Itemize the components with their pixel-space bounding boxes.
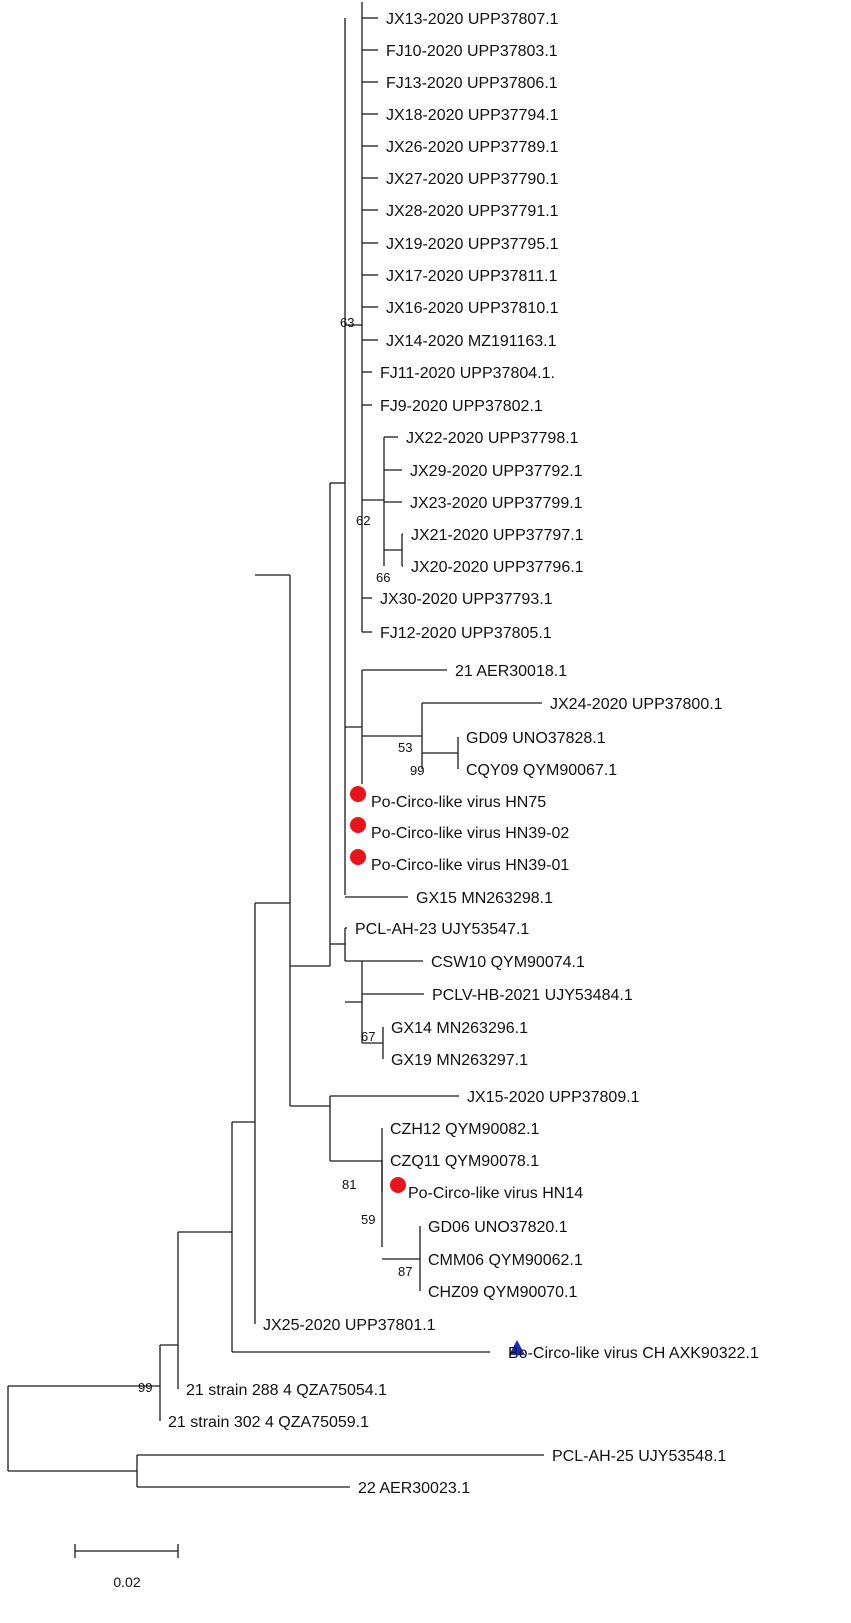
leaf-label: CZQ11 QYM90078.1 — [390, 1153, 539, 1170]
leaf-label: JX30-2020 UPP37793.1 — [380, 591, 553, 608]
leaf-label: JX17-2020 UPP37811.1 — [386, 268, 557, 285]
bootstrap-value: 66 — [376, 570, 390, 585]
leaf-label: GX19 MN263297.1 — [391, 1052, 528, 1069]
bootstrap-value: 53 — [398, 740, 412, 755]
red-circle-marker — [390, 1177, 406, 1193]
bootstrap-value: 81 — [342, 1177, 356, 1192]
bootstrap-labels: 63 62 66 53 99 67 81 59 87 99 — [138, 315, 424, 1395]
bootstrap-value: 63 — [340, 315, 354, 330]
leaf-label: FJ10-2020 UPP37803.1 — [386, 43, 558, 60]
leaf-label: JX19-2020 UPP37795.1 — [386, 236, 559, 253]
blue-triangle-marker — [509, 1340, 525, 1355]
leaf-label: CZH12 QYM90082.1 — [390, 1121, 540, 1138]
bootstrap-value: 99 — [410, 763, 424, 778]
leaf-label: JX29-2020 UPP37792.1 — [410, 463, 583, 480]
leaf-label: CMM06 QYM90062.1 — [428, 1252, 583, 1269]
scale-bar: 0.02 — [74, 1544, 179, 1590]
leaf-label: Po-Circo-like virus HN39-01 — [371, 857, 569, 874]
leaf-label: GX15 MN263298.1 — [416, 890, 553, 907]
tree-branches — [7, 2, 544, 1488]
leaf-label: CQY09 QYM90067.1 — [466, 762, 617, 779]
leaf-label: JX22-2020 UPP37798.1 — [406, 430, 579, 447]
leaf-label: FJ13-2020 UPP37806.1 — [386, 75, 558, 92]
leaf-label: JX27-2020 UPP37790.1 — [386, 171, 559, 188]
leaf-label: CHZ09 QYM90070.1 — [428, 1284, 578, 1301]
scale-bar-label: 0.02 — [113, 1574, 140, 1590]
leaf-label: 21 strain 288 4 QZA75054.1 — [186, 1382, 387, 1399]
leaf-label: FJ11-2020 UPP37804.1. — [380, 365, 555, 382]
red-circle-marker — [350, 786, 366, 802]
leaf-label: JX13-2020 UPP37807.1 — [386, 11, 559, 28]
leaf-label: JX26-2020 UPP37789.1 — [386, 139, 559, 156]
leaf-label: Po-Circo-like virus HN14 — [408, 1185, 583, 1202]
leaf-label: JX28-2020 UPP37791.1 — [386, 203, 559, 220]
leaf-label: FJ12-2020 UPP37805.1 — [380, 625, 552, 642]
leaf-label: CSW10 QYM90074.1 — [431, 954, 585, 971]
tree-markers — [350, 786, 525, 1355]
leaf-label: GX14 MN263296.1 — [391, 1020, 528, 1037]
leaf-label: JX21-2020 UPP37797.1 — [411, 527, 584, 544]
leaf-label: JX23-2020 UPP37799.1 — [410, 495, 583, 512]
leaf-label: Po-Circo-like virus HN39-02 — [371, 825, 569, 842]
bootstrap-value: 67 — [361, 1029, 375, 1044]
leaf-label: JX15-2020 UPP37809.1 — [467, 1089, 640, 1106]
leaf-label: 21 AER30018.1 — [455, 663, 567, 680]
leaf-label: JX16-2020 UPP37810.1 — [386, 300, 559, 317]
leaf-label: PCL-AH-23 UJY53547.1 — [355, 921, 529, 938]
leaf-label: GD06 UNO37820.1 — [428, 1219, 568, 1236]
leaf-label: PCLV-HB-2021 UJY53484.1 — [432, 987, 633, 1004]
bootstrap-value: 87 — [398, 1264, 412, 1279]
bootstrap-value: 62 — [356, 513, 370, 528]
leaf-label: JX18-2020 UPP37794.1 — [386, 107, 559, 124]
leaf-label: Bo-Circo-like virus CH AXK90322.1 — [508, 1345, 759, 1362]
leaf-label: FJ9-2020 UPP37802.1 — [380, 398, 543, 415]
leaf-label: Po-Circo-like virus HN75 — [371, 794, 546, 811]
leaf-label: GD09 UNO37828.1 — [466, 730, 606, 747]
red-circle-marker — [350, 817, 366, 833]
leaf-label: 22 AER30023.1 — [358, 1480, 470, 1497]
leaf-label: JX25-2020 UPP37801.1 — [263, 1317, 436, 1334]
red-circle-marker — [350, 849, 366, 865]
leaf-label: JX14-2020 MZ191163.1 — [386, 333, 557, 350]
leaf-label: JX24-2020 UPP37800.1 — [550, 696, 723, 713]
leaf-label: JX20-2020 UPP37796.1 — [411, 559, 584, 576]
leaf-label: 21 strain 302 4 QZA75059.1 — [168, 1414, 369, 1431]
leaf-label: PCL-AH-25 UJY53548.1 — [552, 1448, 726, 1465]
bootstrap-value: 99 — [138, 1380, 152, 1395]
bootstrap-value: 59 — [361, 1212, 375, 1227]
